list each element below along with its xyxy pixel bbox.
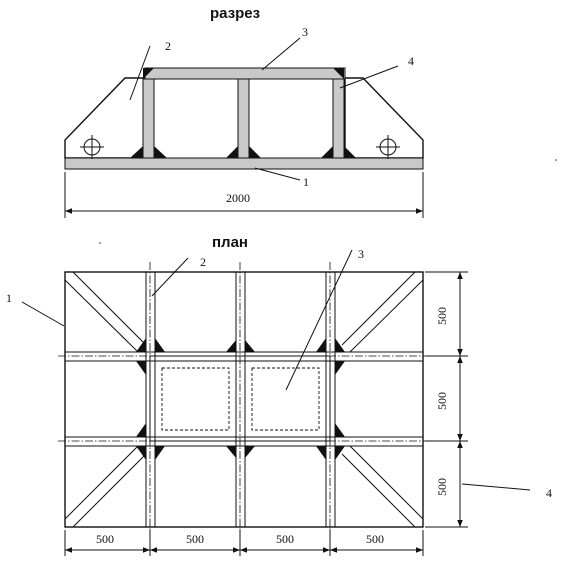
- top-plate: [144, 67, 346, 80]
- plan-leader-4: [461, 483, 531, 491]
- rib-2: [237, 78, 250, 159]
- speck: [99, 242, 101, 244]
- lifting-hole-left-icon: [80, 135, 104, 159]
- leader-3: [261, 37, 301, 71]
- plan-leader-1: [21, 301, 65, 327]
- plan-label-2: 2: [200, 255, 206, 269]
- section-title: разрез: [210, 5, 260, 22]
- plan-dim-bottom-4: 500: [366, 532, 384, 546]
- section-label-3: 3: [302, 25, 308, 39]
- rib-1: [142, 78, 155, 159]
- base-plate: [64, 157, 424, 170]
- section-label-1: 1: [303, 175, 309, 189]
- section-welds: [130, 68, 356, 158]
- plan-dim-right-3: 500: [435, 478, 449, 496]
- vertical-ribs: [145, 271, 336, 528]
- dimension-2000: 2000: [226, 191, 250, 205]
- plan-dim-bottom-3: 500: [276, 532, 294, 546]
- bottom-dimension-chain: [64, 530, 424, 556]
- plan-dim-right-2: 500: [435, 392, 449, 410]
- plan-view: план: [6, 234, 552, 556]
- top-plate-plan: [149, 355, 331, 442]
- center-lines: [58, 262, 430, 537]
- section-view: разрез: [64, 5, 424, 218]
- plan-dim-bottom-2: 500: [186, 532, 204, 546]
- plan-dim-bottom-1: 500: [96, 532, 114, 546]
- plan-outline: [64, 271, 424, 528]
- leader-2: [129, 45, 151, 101]
- horizontal-ribs: [64, 351, 424, 447]
- corner-braces: [64, 271, 424, 528]
- section-outline-right: [344, 77, 424, 159]
- plan-label-1: 1: [6, 291, 12, 305]
- right-dimension-chain: [425, 271, 468, 528]
- plan-leader-2: [151, 257, 189, 297]
- leader-4: [339, 65, 399, 89]
- speck: [555, 159, 557, 161]
- plan-dim-right-1: 500: [435, 307, 449, 325]
- rib-3: [332, 78, 345, 159]
- section-label-2: 2: [165, 39, 171, 53]
- plan-label-3: 3: [358, 247, 364, 261]
- plan-leader-3: [285, 249, 353, 391]
- section-label-4: 4: [408, 54, 414, 68]
- leader-1: [254, 167, 301, 181]
- section-outline: [64, 77, 146, 159]
- plan-title: план: [212, 234, 248, 251]
- lifting-hole-right-icon: [376, 135, 400, 159]
- plan-label-4: 4: [546, 486, 552, 500]
- plan-welds: [136, 338, 345, 460]
